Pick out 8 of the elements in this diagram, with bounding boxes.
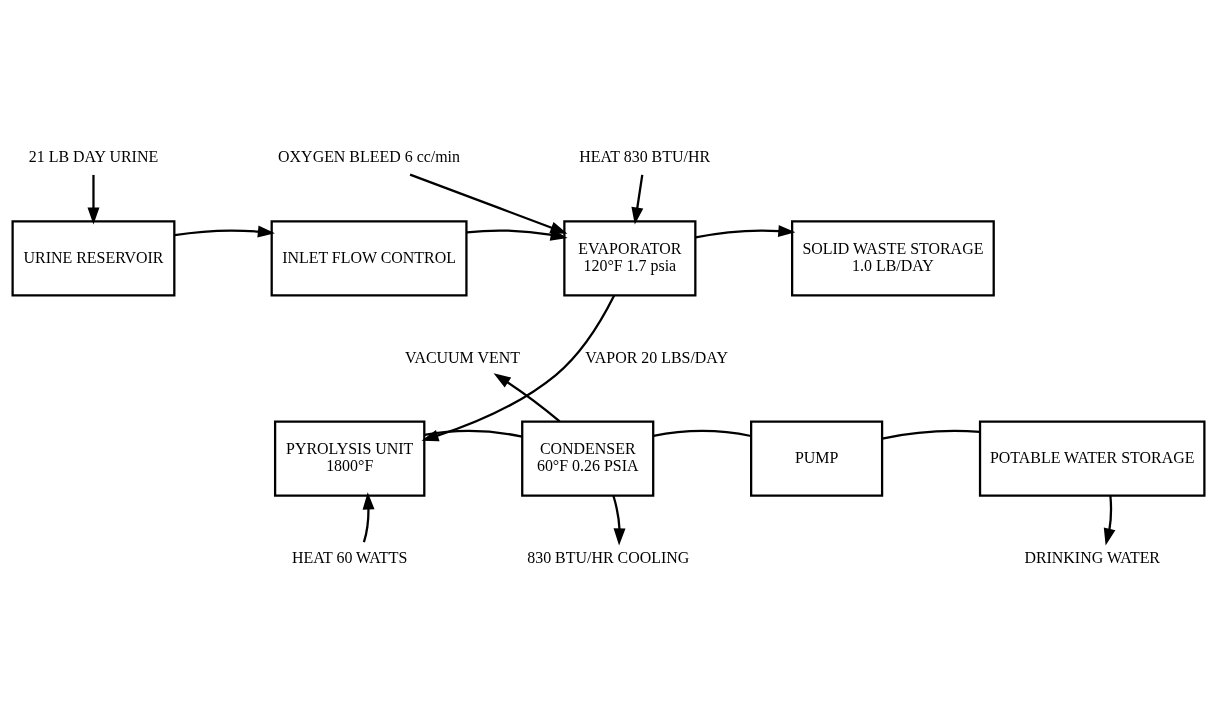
node-text: 830 BTU/HR COOLING <box>527 549 690 567</box>
node-text: OXYGEN BLEED 6 cc/min <box>278 148 461 166</box>
node-text: VACUUM VENT <box>404 348 520 366</box>
node-text: HEAT 60 WATTS <box>292 549 408 567</box>
node-text: 21 LB DAY URINE <box>28 148 159 166</box>
node-text: HEAT 830 BTU/HR <box>579 148 711 166</box>
edge-label: VAPOR 20 LBS/DAY <box>585 348 728 366</box>
node-text: DRINKING WATER <box>1024 549 1161 567</box>
